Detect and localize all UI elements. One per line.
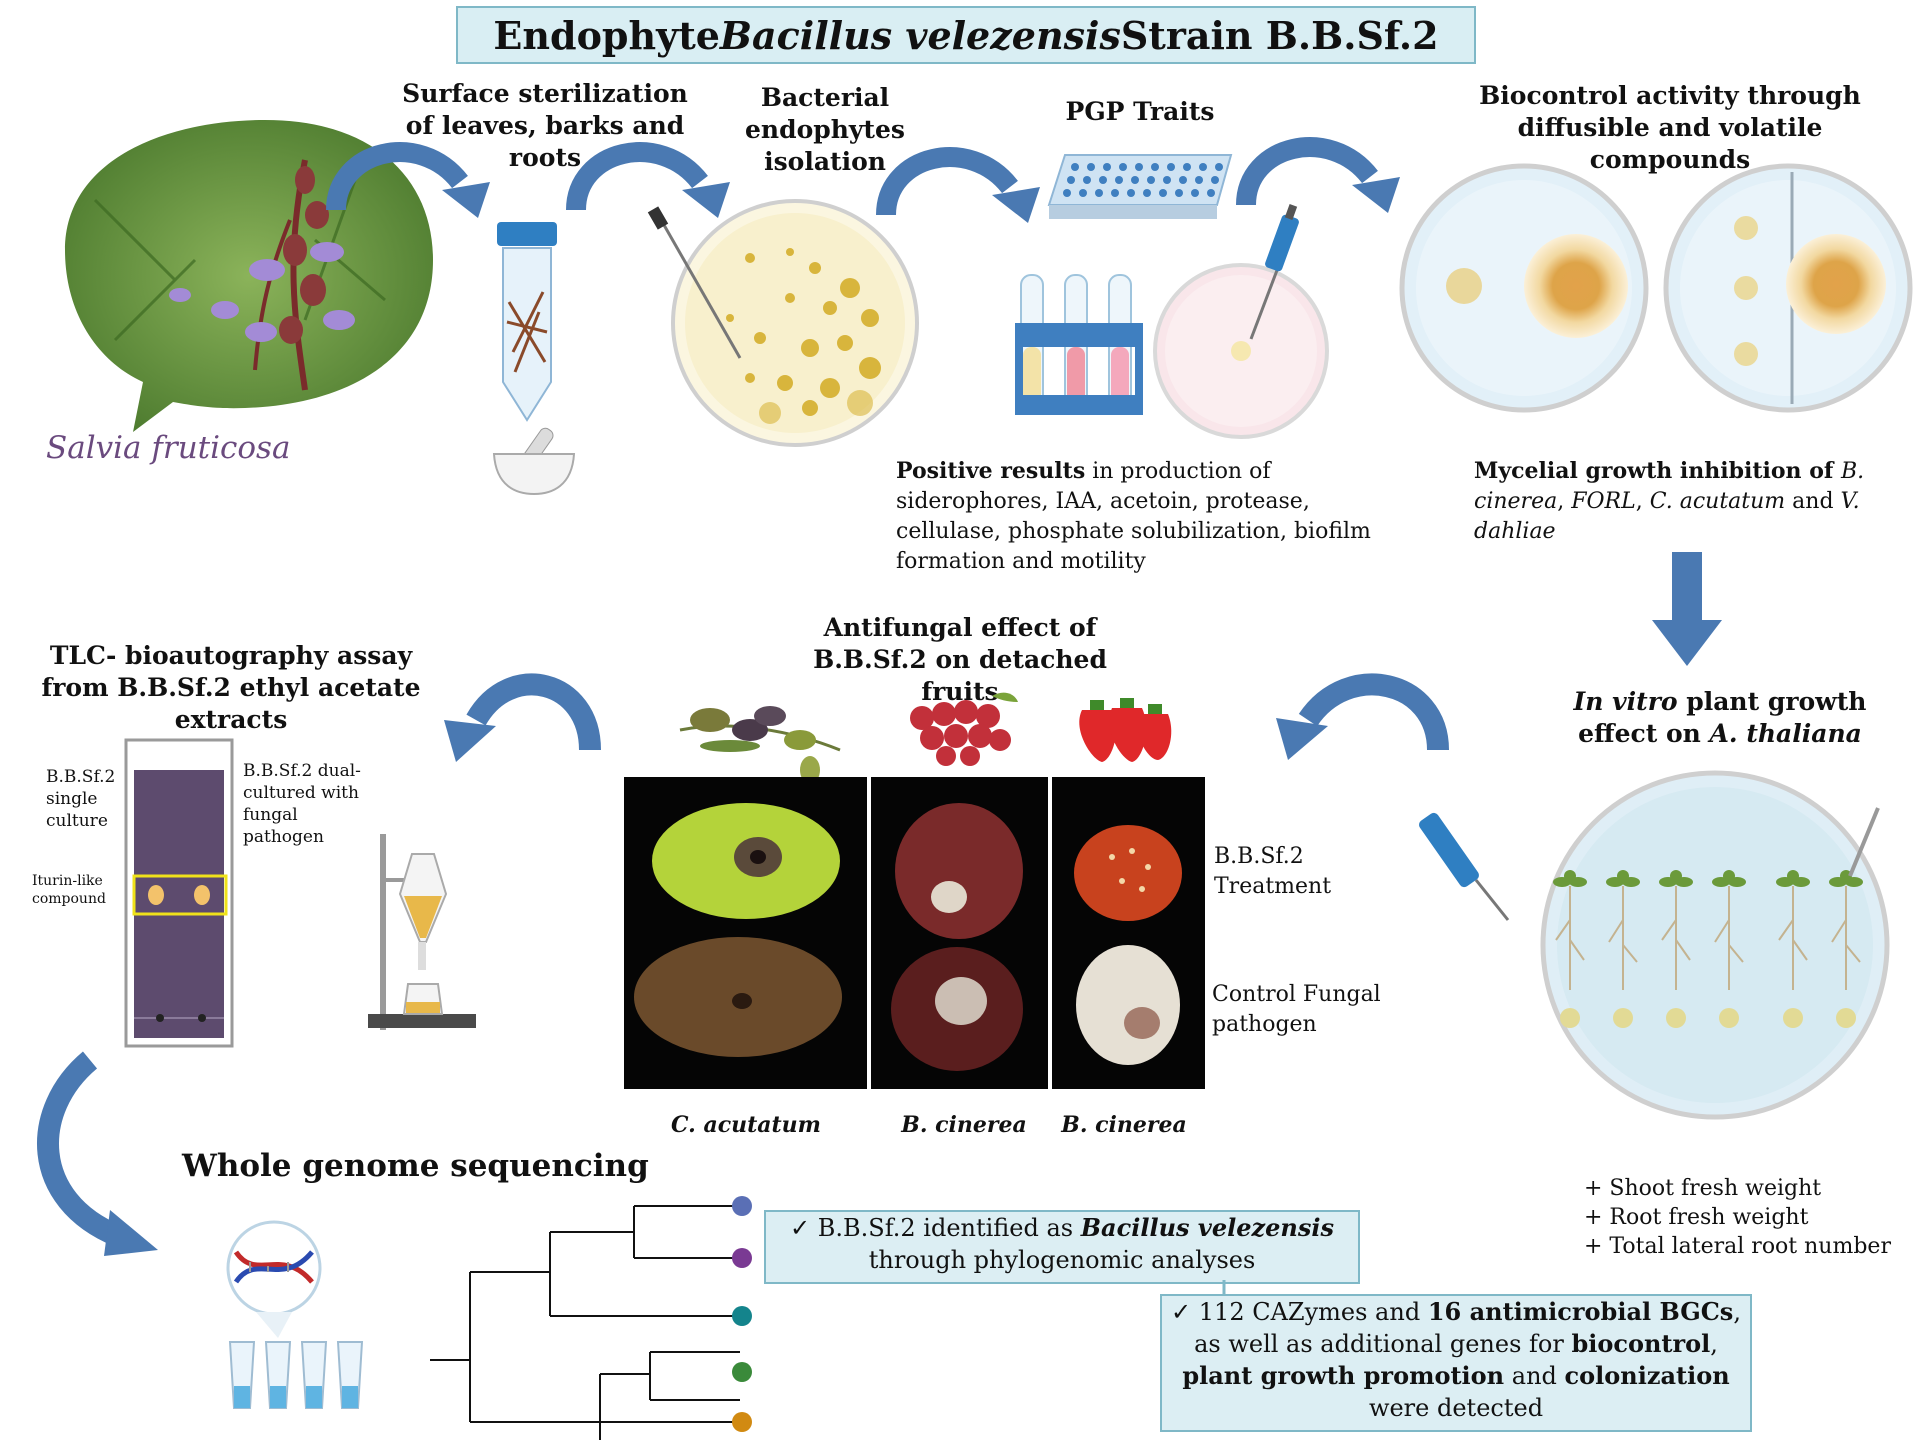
tree-leaf-node bbox=[732, 1362, 752, 1382]
mycelial-sep2: , bbox=[1635, 489, 1650, 514]
fruit-caption: B. cinerea bbox=[901, 1112, 1027, 1138]
result2-a: 112 CAZymes and bbox=[1198, 1298, 1428, 1326]
fruit-photo-grape bbox=[871, 777, 1048, 1089]
result-box-genes: ✓ 112 CAZymes and 16 antimicrobial BGCs,… bbox=[1160, 1294, 1752, 1432]
separatory-funnel-icon bbox=[368, 834, 476, 1030]
plant-label: Salvia fruticosa bbox=[46, 430, 291, 466]
result2-h: colonization bbox=[1564, 1361, 1730, 1390]
arrow-curved-4 bbox=[1236, 137, 1400, 213]
pgp-results-rest: in production of siderophores, IAA, acet… bbox=[896, 459, 1371, 574]
result2-e: , bbox=[1710, 1330, 1718, 1358]
tree-leaf-node bbox=[732, 1196, 752, 1216]
growth-item: + Shoot fresh weight bbox=[1584, 1176, 1822, 1201]
mycelial-sp3: C. acutatum bbox=[1649, 489, 1786, 514]
growth-item: + Root fresh weight bbox=[1584, 1205, 1809, 1230]
tree-leaf-node bbox=[732, 1412, 752, 1432]
pgp-results-text: Positive results in production of sidero… bbox=[896, 456, 1416, 577]
growth-item: + Total lateral root number bbox=[1584, 1234, 1891, 1259]
tlc-label-single: B.B.Sf.2 single culture bbox=[46, 767, 116, 831]
result2-f: plant growth promotion bbox=[1182, 1361, 1505, 1390]
arrow-curved-down-left bbox=[37, 1051, 158, 1256]
test-tube-rack-icon bbox=[1015, 274, 1143, 415]
control-label: Control Fungal pathogen bbox=[1212, 982, 1381, 1037]
result2-c: , as well as additional genes for bbox=[1194, 1298, 1741, 1358]
biocontrol-plates bbox=[1399, 163, 1913, 413]
grapes-icon bbox=[910, 692, 1018, 766]
step-isolation: Bacterial endophytes isolation bbox=[745, 83, 905, 176]
arrow-curved-left-2 bbox=[444, 673, 601, 762]
result1-species: Bacillus velezensis bbox=[1080, 1213, 1334, 1242]
strawberry-icon bbox=[1079, 698, 1172, 762]
title-banner: Endophyte Bacillus velezensis Strain B.B… bbox=[456, 6, 1476, 64]
olive-icon bbox=[679, 706, 841, 784]
step-sterilization: Surface sterilization of leaves, barks a… bbox=[402, 79, 688, 172]
step-tlc: TLC- bioautography assay from B.B.Sf.2 e… bbox=[41, 641, 421, 734]
mycelial-sp2: FORL bbox=[1571, 489, 1636, 514]
mycelial-sp4: V. dahliae bbox=[1474, 489, 1860, 544]
fruit-caption: B. cinerea bbox=[1061, 1112, 1187, 1138]
treatment-label: B.B.Sf.2 Treatment bbox=[1214, 844, 1332, 899]
tlc-label-iturin: Iturin-like compound bbox=[32, 873, 106, 907]
tlc-label-dual: B.B.Sf.2 dual-cultured with fungal patho… bbox=[243, 761, 361, 847]
result1-post: through phylogenomic analyses bbox=[868, 1246, 1256, 1274]
mycelial-bold: Mycelial growth inhibition of bbox=[1474, 458, 1842, 484]
tlc-plate bbox=[124, 738, 234, 1048]
microplate-icon bbox=[1047, 154, 1233, 219]
step-pgp: PGP Traits bbox=[1065, 97, 1215, 126]
mycelial-sep1: , bbox=[1557, 489, 1572, 514]
result2-i: were detected bbox=[1368, 1394, 1544, 1422]
result1-pre: B.B.Sf.2 identified as bbox=[817, 1214, 1081, 1242]
tree-leaf-node bbox=[732, 1306, 752, 1326]
invitro-mid: plant growth effect on bbox=[1578, 687, 1867, 748]
check-icon: ✓ bbox=[790, 1214, 811, 1242]
growth-results-list: + Shoot fresh weight + Root fresh weight… bbox=[1584, 1174, 1904, 1261]
title-suffix: Strain B.B.Sf.2 bbox=[1120, 12, 1439, 58]
connector-line bbox=[1222, 1280, 1226, 1296]
step-biocontrol: Biocontrol activity through diffusible a… bbox=[1479, 81, 1861, 174]
step-invitro: In vitro plant growth effect on A. thali… bbox=[1560, 686, 1880, 750]
tree-leaf-node bbox=[732, 1248, 752, 1268]
arrow-curved-left-1 bbox=[1276, 673, 1449, 760]
fruit-photo-strawberry bbox=[1052, 777, 1205, 1089]
arrow-curved-2 bbox=[566, 142, 730, 218]
check-icon: ✓ bbox=[1171, 1298, 1192, 1326]
falcon-tube-icon bbox=[497, 222, 557, 422]
result2-b: 16 antimicrobial BGCs bbox=[1427, 1297, 1734, 1326]
fruit-caption: C. acutatum bbox=[671, 1112, 821, 1138]
dna-sequencing-icon bbox=[226, 1220, 364, 1409]
mycelial-text: Mycelial growth inhibition of B. cinerea… bbox=[1474, 456, 1914, 547]
mortar-pestle-icon bbox=[492, 427, 576, 496]
arrow-curved-3 bbox=[876, 147, 1040, 223]
mycelial-and: and bbox=[1785, 489, 1841, 514]
arrow-curved-1 bbox=[326, 142, 490, 218]
step-antifungal: Antifungal effect of B.B.Sf.2 on detache… bbox=[813, 613, 1107, 706]
isolation-petri-dish bbox=[647, 199, 919, 447]
arrow-down bbox=[1652, 552, 1722, 666]
title-species: Bacillus velezensis bbox=[719, 12, 1121, 58]
title-prefix: Endophyte bbox=[493, 12, 720, 58]
phylogenetic-tree bbox=[430, 1196, 752, 1440]
invitro-species: A. thaliana bbox=[1709, 719, 1862, 748]
mycelial-sp1: B. cinerea bbox=[1474, 459, 1865, 514]
result2-g: and bbox=[1504, 1362, 1565, 1390]
step-wgs: Whole genome sequencing bbox=[182, 1148, 649, 1184]
result2-d: biocontrol bbox=[1571, 1329, 1711, 1358]
result-box-phylogeny: ✓ B.B.Sf.2 identified as Bacillus veleze… bbox=[764, 1210, 1360, 1284]
pgp-results-bold: Positive results bbox=[896, 458, 1086, 484]
arabidopsis-plate bbox=[1419, 770, 1890, 1120]
invitro-italic: In vitro bbox=[1573, 687, 1678, 716]
fruit-photo-olive bbox=[624, 777, 867, 1089]
pipette-petri-dish bbox=[1153, 204, 1329, 439]
